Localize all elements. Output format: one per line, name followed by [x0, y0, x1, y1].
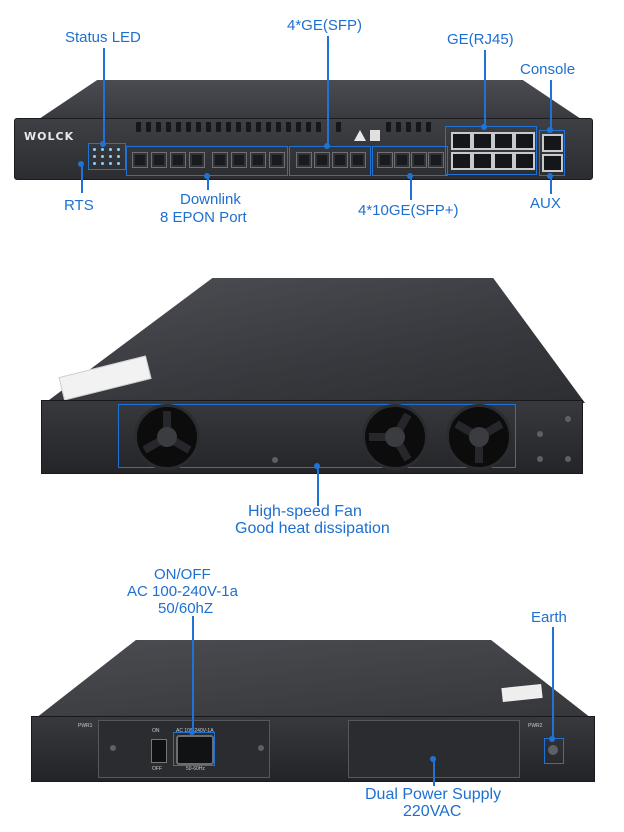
- dual-power-label: Dual Power Supply: [365, 786, 502, 803]
- fan-label: High-speed Fan: [248, 503, 362, 520]
- ge-sfp-highlight: [289, 146, 371, 176]
- label-plate-icon: [370, 130, 380, 141]
- warning-icon: [354, 130, 366, 141]
- screw-icon: [110, 745, 116, 751]
- aux-port[interactable]: [542, 154, 563, 172]
- screw-icon: [258, 745, 264, 751]
- hz-text: 50-60Hz: [186, 766, 205, 772]
- downlink-epon-label: 8 EPON Port: [160, 209, 247, 226]
- front-chassis-top: [30, 80, 590, 125]
- power-switch[interactable]: [151, 739, 167, 763]
- console-port[interactable]: [542, 134, 563, 152]
- dual-power-voltage-label: 220VAC: [403, 803, 462, 820]
- fan-sublabel: Good heat dissipation: [235, 520, 390, 537]
- pwr1-text: PWR1: [78, 723, 93, 729]
- frequency-label: 50/60hZ: [158, 600, 214, 617]
- pwr2-text: PWR2: [528, 723, 543, 729]
- aux-label: AUX: [530, 195, 561, 212]
- off-text: OFF: [152, 766, 162, 772]
- screw-icon: [272, 457, 278, 463]
- ge-rj45-label: GE(RJ45): [447, 31, 514, 48]
- status-led-highlight: [88, 143, 126, 170]
- power-socket: [176, 735, 214, 765]
- console-label: Console: [520, 61, 576, 78]
- on-text: ON: [152, 728, 160, 734]
- downlink-label: Downlink: [180, 191, 241, 208]
- earth-highlight: [544, 738, 564, 764]
- power-highlight: [173, 732, 215, 766]
- screw-icon: [537, 456, 543, 462]
- screw-icon: [565, 416, 571, 422]
- screw-icon: [565, 456, 571, 462]
- brand-logo: WOLCK: [24, 130, 75, 143]
- earth-label: Earth: [531, 609, 567, 626]
- power-chassis-top: [36, 640, 591, 718]
- rts-label: RTS: [64, 197, 94, 214]
- onoff-label: ON/OFF: [154, 566, 211, 583]
- ac-range-label: AC 100-240V-1a: [127, 583, 238, 600]
- rj45-highlight: [445, 126, 537, 175]
- fan-icon: [362, 404, 428, 470]
- status-led-label: Status LED: [65, 29, 141, 46]
- fan-icon: [446, 404, 512, 470]
- sfp-plus-label: 4*10GE(SFP+): [358, 202, 459, 219]
- ge-sfp-label: 4*GE(SFP): [287, 17, 363, 34]
- earth-screw-icon: [548, 745, 558, 755]
- fan-icon: [134, 404, 200, 470]
- screw-icon: [537, 431, 543, 437]
